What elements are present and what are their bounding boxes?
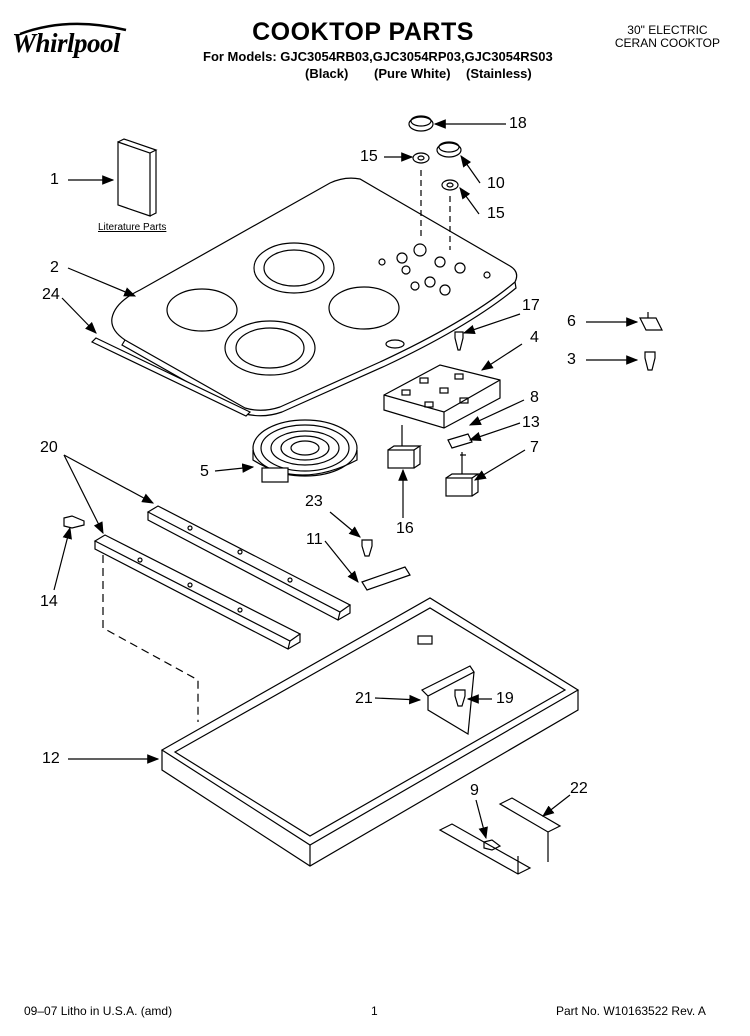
screw-23 [361, 539, 373, 557]
callout-21: 21 [355, 690, 373, 707]
bracket-22 [498, 797, 562, 862]
callout-1: 1 [50, 171, 59, 188]
screw-9 [483, 839, 502, 851]
callout-7: 7 [530, 439, 539, 456]
glass-cooktop [111, 177, 518, 417]
callout-20: 20 [40, 439, 58, 456]
logo-swoosh-icon [19, 22, 127, 36]
color-black: (Black) [305, 66, 349, 81]
page-title: COOKTOP PARTS [252, 18, 474, 46]
callout-9: 9 [470, 782, 479, 799]
callout-3: 3 [567, 351, 576, 368]
callout-23: 23 [305, 493, 323, 510]
callout-14: 14 [40, 593, 58, 610]
color-pure-white: (Pure White) [374, 66, 451, 81]
callout-15-upper: 15 [360, 148, 378, 165]
callout-19: 19 [496, 690, 514, 707]
rail-upper [146, 505, 352, 621]
brand-logo: Whirlpool [12, 28, 121, 58]
rail-lower [93, 534, 302, 650]
callout-6: 6 [567, 313, 576, 330]
radiant-element [252, 419, 358, 483]
bracket-6 [639, 312, 663, 331]
screw-14 [63, 515, 85, 529]
trim-strip [90, 337, 252, 417]
callout-22: 22 [570, 780, 588, 797]
literature-book [117, 138, 158, 217]
callout-8: 8 [530, 389, 539, 406]
callout-4: 4 [530, 329, 539, 346]
screw-19 [454, 689, 466, 707]
product-type: 30" ELECTRIC CERAN COOKTOP [614, 23, 720, 50]
callout-16: 16 [396, 520, 414, 537]
callout-11: 11 [306, 531, 323, 548]
foot-16 [387, 425, 422, 469]
callout-12: 12 [42, 750, 60, 767]
models-line: For Models: GJC3054RB03,GJC3054RP03,GJC3… [203, 49, 553, 64]
callout-15-lower: 15 [487, 205, 505, 222]
callout-2: 2 [50, 259, 59, 276]
literature-parts-label: Literature Parts [98, 222, 167, 233]
callout-10: 10 [487, 175, 505, 192]
footer-page-number: 1 [371, 1004, 378, 1018]
color-stainless: (Stainless) [466, 66, 532, 81]
callout-17: 17 [522, 297, 540, 314]
knob-18 [408, 116, 434, 132]
base-pan [160, 597, 580, 867]
spacer-15b [441, 179, 459, 191]
knob-10 [436, 142, 462, 158]
screw-3 [644, 351, 656, 371]
callout-5: 5 [200, 463, 209, 480]
callout-18: 18 [509, 115, 527, 132]
callout-24: 24 [42, 286, 60, 303]
foot-7 [445, 452, 480, 497]
footer-litho: 09–07 Litho in U.S.A. (amd) [24, 1004, 173, 1018]
screw-17 [454, 331, 464, 351]
callout-13: 13 [522, 414, 540, 431]
clip-11 [361, 566, 411, 591]
footer-part-number: Part No. W10163522 Rev. A [556, 1004, 706, 1018]
switch-block [383, 364, 501, 429]
spacer-15a [412, 152, 430, 164]
bracket-9 [438, 823, 532, 875]
